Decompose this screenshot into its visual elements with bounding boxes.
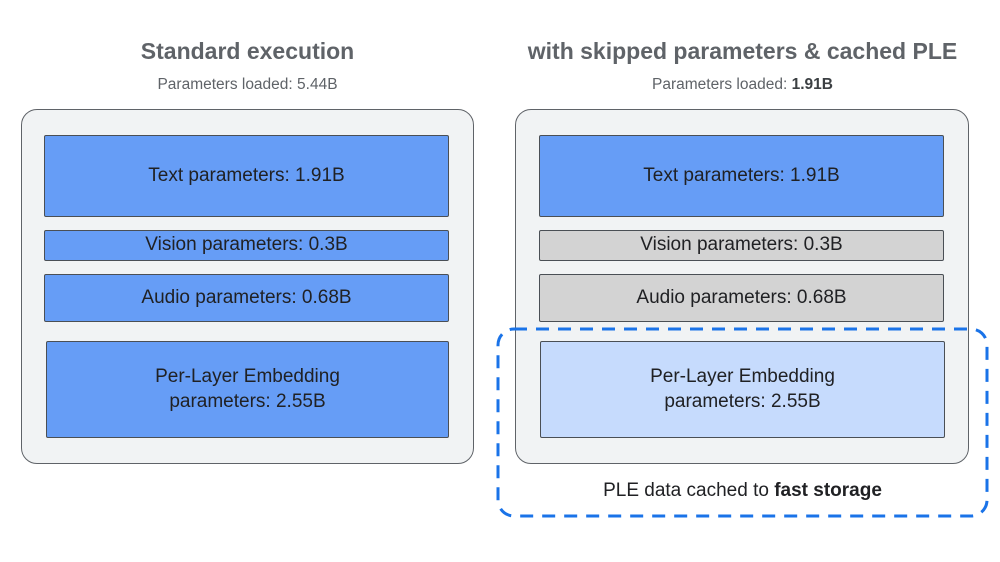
cache-note-prefix: PLE data cached to [603, 480, 775, 501]
left-vision-parameters-block: Vision parameters: 0.3B [44, 230, 449, 261]
left-ple-label-line2: parameters: 2.55B [169, 390, 326, 412]
right-ple-parameters-block: Per-Layer Embedding parameters: 2.55B [540, 341, 945, 438]
cache-note-bold: fast storage [774, 480, 882, 501]
right-audio-parameters-label: Audio parameters: 0.68B [636, 286, 847, 308]
left-subtitle-prefix: Parameters loaded: [157, 76, 298, 93]
left-text-parameters-label: Text parameters: 1.91B [148, 164, 345, 186]
cache-note: PLE data cached to fast storage [498, 480, 987, 502]
right-text-parameters-label: Text parameters: 1.91B [643, 164, 840, 186]
left-ple-label-line1: Per-Layer Embedding [155, 365, 340, 387]
right-subtitle-prefix: Parameters loaded: [652, 76, 792, 93]
left-text-parameters-block: Text parameters: 1.91B [44, 135, 449, 217]
right-vision-parameters-label: Vision parameters: 0.3B [640, 234, 843, 256]
right-ple-label-line1: Per-Layer Embedding [650, 365, 835, 387]
right-subtitle-value: 1.91B [791, 76, 833, 93]
right-vision-parameters-block: Vision parameters: 0.3B [539, 230, 944, 261]
left-ple-parameters-block: Per-Layer Embedding parameters: 2.55B [46, 341, 449, 438]
right-subtitle: Parameters loaded: 1.91B [500, 76, 985, 94]
right-audio-parameters-block: Audio parameters: 0.68B [539, 274, 944, 322]
right-text-parameters-block: Text parameters: 1.91B [539, 135, 944, 217]
right-ple-label-line2: parameters: 2.55B [664, 390, 821, 412]
right-title: with skipped parameters & cached PLE [527, 38, 958, 64]
cache-region-dashed-border [496, 327, 989, 518]
left-subtitle-value: 5.44B [297, 76, 338, 93]
left-vision-parameters-label: Vision parameters: 0.3B [145, 234, 348, 256]
left-subtitle: Parameters loaded: 5.44B [21, 76, 474, 94]
left-audio-parameters-label: Audio parameters: 0.68B [141, 286, 352, 308]
left-title: Standard execution [140, 38, 355, 64]
left-audio-parameters-block: Audio parameters: 0.68B [44, 274, 449, 322]
